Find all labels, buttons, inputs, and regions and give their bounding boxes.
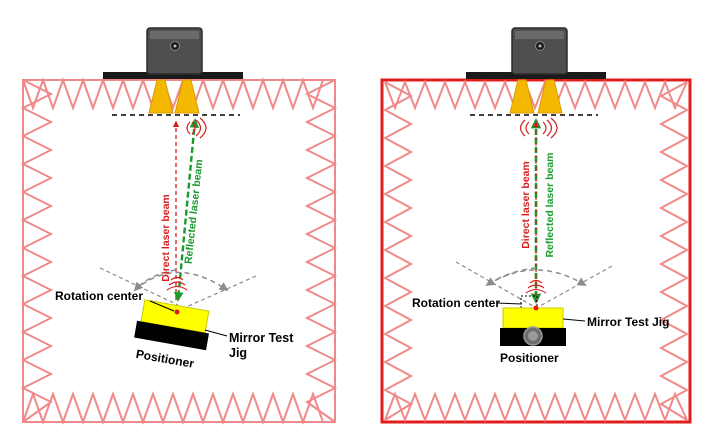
left-absorber-bottom: [22, 391, 335, 425]
right-positioner-label: Positioner: [500, 351, 559, 365]
left-mirror-jig-label-line1: Mirror Test: [229, 331, 294, 345]
right-chamber-outline: [380, 78, 692, 424]
right-reflected-beam-label: Reflected laser beam: [544, 152, 556, 257]
right-absorber-right: [658, 81, 690, 421]
right-arc-ray-left: [455, 261, 534, 307]
left-absorber-left: [20, 79, 54, 423]
left-rotation-arc: [134, 271, 229, 292]
right-rotation-arc-back: [485, 267, 537, 286]
radio-wave-icon: [186, 117, 207, 139]
left-rotation-center-dot: [174, 309, 180, 315]
left-direct-beam-label: Direct laser beam: [160, 194, 172, 282]
right-positioner-bearing: [523, 326, 543, 346]
right-mirror-test-jig: [502, 307, 564, 329]
right-absorber-top: [384, 79, 688, 111]
right-absorber-bottom: [384, 391, 688, 423]
left-rotation-center-leader: [149, 300, 175, 312]
right-rotation-center-leader: [496, 302, 523, 305]
horn-probe-icon: [148, 79, 200, 114]
left-positioner-assembly: [134, 299, 210, 351]
right-mirror-jig-label: Mirror Test Jig: [587, 315, 669, 329]
horn-probe-icon: [509, 79, 563, 114]
left-rotation-center-label: Rotation center: [55, 289, 143, 303]
right-rotation-center-label: Rotation center: [412, 296, 500, 310]
right-chamber: Direct laser beam Reflected laser beam R…: [380, 27, 692, 424]
radio-wave-icon: [519, 117, 558, 139]
left-jig-leader: [204, 329, 228, 337]
laser-tracker-icon: [466, 27, 606, 79]
left-arc-ray-left: [99, 267, 179, 306]
left-chamber: Direct laser beam Reflected laser beam R…: [20, 27, 338, 425]
left-rotation-arc-back: [133, 269, 177, 292]
radio-wave-icon: [525, 279, 547, 294]
right-rotation-center-dot: [533, 305, 539, 311]
left-arc-ray-right: [183, 275, 257, 309]
left-reflected-beam: [173, 118, 200, 302]
right-jig-leader: [562, 318, 586, 322]
left-mirror-jig-label-line2: Jig: [229, 346, 247, 360]
left-positioner-label: Positioner: [135, 347, 196, 371]
right-absorber-left: [382, 81, 414, 421]
left-absorber-right: [304, 79, 338, 423]
right-direct-beam-label: Direct laser beam: [520, 161, 532, 249]
laser-tracker-icon: [103, 27, 243, 79]
left-chamber-outline: [22, 79, 336, 423]
radio-wave-icon: [166, 276, 188, 291]
left-positioner: [134, 320, 209, 351]
left-absorber-top: [22, 77, 335, 111]
